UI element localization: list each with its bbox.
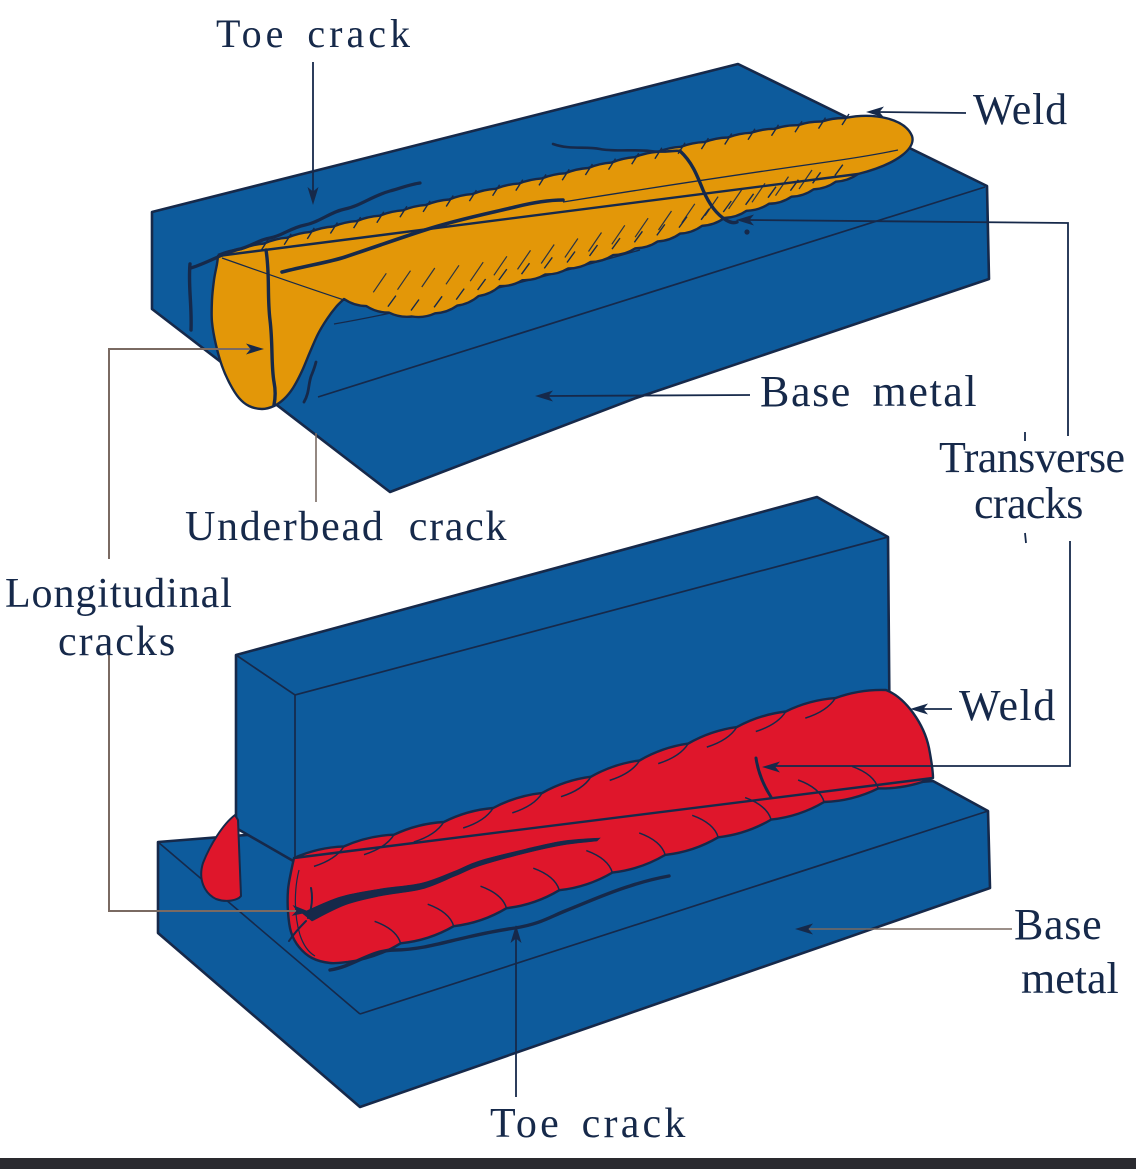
svg-text:Base: Base — [1014, 900, 1102, 949]
svg-text:Base metal: Base metal — [760, 367, 978, 416]
svg-text:cracks: cracks — [58, 619, 177, 665]
svg-text:Transverse: Transverse — [939, 433, 1124, 482]
svg-text:Underbead crack: Underbead crack — [185, 504, 508, 550]
svg-text:Weld: Weld — [959, 681, 1057, 730]
svg-text:metal: metal — [1021, 954, 1119, 1003]
svg-text:Longitudinal: Longitudinal — [5, 571, 233, 617]
svg-text:cracks: cracks — [974, 479, 1083, 528]
svg-text:Toe crack: Toe crack — [490, 1101, 689, 1147]
svg-text:Toe crack: Toe crack — [216, 11, 414, 56]
svg-text:Weld: Weld — [973, 85, 1068, 134]
